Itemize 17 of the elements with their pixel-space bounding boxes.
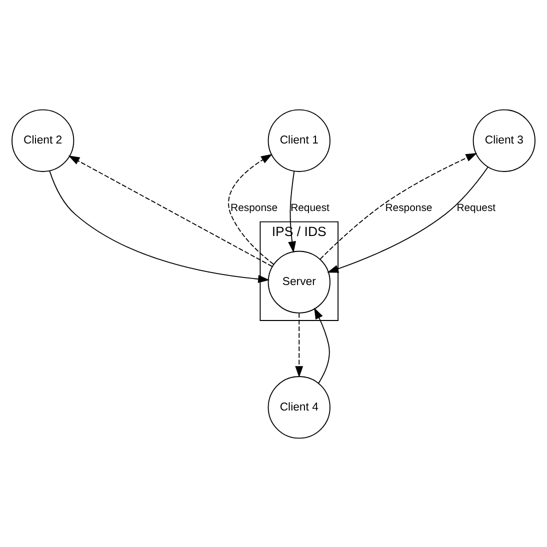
node-circle: Server <box>268 250 330 313</box>
arrow <box>314 307 330 384</box>
arrow <box>228 154 274 264</box>
edge-label: Request <box>456 202 496 214</box>
arrow <box>288 170 296 252</box>
edge-label: Request <box>290 202 330 214</box>
arrow <box>49 170 270 282</box>
node-circle: Client 2 <box>12 108 74 172</box>
edge-label: Response <box>230 202 278 214</box>
node-circle: Client 1 <box>268 108 330 172</box>
arrow <box>327 166 488 272</box>
arrow <box>68 154 273 266</box>
edge-label: Response <box>385 202 432 214</box>
arrow <box>320 152 478 260</box>
arrow <box>295 312 304 378</box>
node-circle: Client 4 <box>268 376 330 438</box>
node-circle: Client 3 <box>472 108 536 172</box>
